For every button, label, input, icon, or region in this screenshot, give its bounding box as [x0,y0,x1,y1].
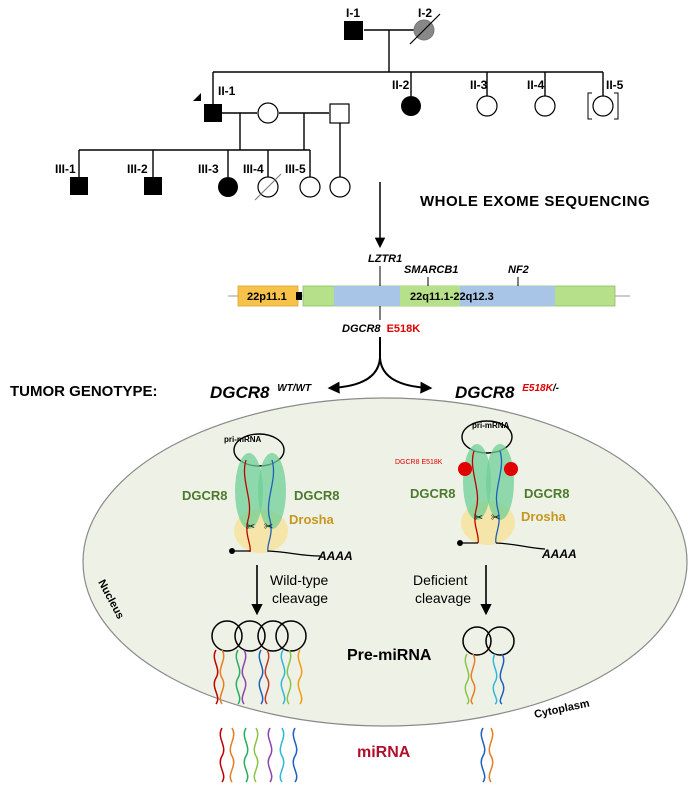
individual-II-4 [534,95,556,117]
band-label-22q: 22q11.1-22q12.3 [410,291,494,303]
label-III-5: III-5 [285,162,306,176]
pri-mirna-loop-mut [461,420,513,454]
individual-III-5 [299,176,321,198]
genotype-mut-sup-rest: /- [552,383,560,394]
tumor-genotype-label: TUMOR GENOTYPE: [10,383,158,400]
mirna-label: miRNA [357,744,411,761]
label-II-2: II-2 [392,78,410,92]
blue-band-1 [334,286,404,306]
band-22q-region [400,286,460,306]
label-II-1: II-1 [218,84,236,98]
variant-label: DGCR8 E518K [342,323,420,335]
mutation-dot-left [458,462,472,476]
genotype-mutant: DGCR8 E518K/- [455,383,560,402]
mut-polya: AAAA [541,547,577,561]
mut-drosha: Drosha [521,509,567,524]
nucleus-ellipse [82,397,688,727]
mirna-wt-group [219,727,298,783]
mut-dgcr8-right: DGCR8 [524,486,570,501]
label-III-3: III-3 [198,162,219,176]
label-II-5: II-5 [606,78,624,92]
label-III-4: III-4 [243,162,264,176]
gene-smarcb1: SMARCB1 [404,264,458,276]
individual-spouse-2 [329,103,350,124]
individual-II-5 [592,95,614,117]
variant-gene: DGCR8 [342,323,381,335]
individual-III-1 [70,177,88,195]
mutant-note: DGCR8 E518K [395,459,443,466]
wt-pri-mirna-label: pri-mRNA [224,435,262,444]
scissors-icon-mut: ✂ [474,511,483,524]
mutation-dot-right [504,462,518,476]
variant-mutation: E518K [387,323,421,335]
def-cleavage-line2: cleavage [415,590,471,606]
individual-II-1 [204,104,222,122]
blue-band-2 [455,286,555,306]
individual-III-2 [144,177,162,195]
pedigree [78,29,604,177]
label-III-2: III-2 [127,162,148,176]
pre-mirna-wt-group [211,620,307,705]
label-II-4: II-4 [527,78,545,92]
genotype-split-arrows [327,337,433,394]
individual-II-2 [401,96,421,116]
dgcr8-lobe-right [258,453,286,529]
mut-pri-mirna-label: pri-mRNA [472,421,510,430]
genotype-wt-sup: WT/WT [277,383,312,394]
label-I-2: I-2 [418,6,432,20]
pre-mirna-label: Pre-miRNA [347,647,432,664]
wt-polya: AAAA [317,549,353,563]
scissors-icon: ✂ [246,520,255,533]
wt-cleavage-line1: Wild-type [270,572,329,588]
label-II-3: II-3 [470,78,488,92]
microprocessor-wt: ✂ ✂ [229,433,321,557]
pre-mirna-mut-group [462,626,515,705]
dgcr8-lobe-left-mut [463,444,491,520]
individual-III-3 [218,177,238,197]
individual-II-3 [476,95,498,117]
gene-lztr1: LZTR1 [368,253,402,265]
pedigree-labels: I-1 I-2 II-1 II-2 II-3 II-4 II-5 III-1 I… [55,6,624,176]
wt-drosha: Drosha [289,512,335,527]
genotype-wt-gene: DGCR8 [210,383,270,402]
proband-arrow-icon [193,93,201,101]
wt-cleavage-line2: cleavage [272,590,328,606]
gene-nf2: NF2 [508,264,529,276]
centromere [296,292,302,300]
cap-dot-mut [457,540,463,546]
microprocessor-mutant: ✂ ✂ [457,420,546,550]
band-label-22p11: 22p11.1 [247,291,287,303]
def-cleavage-line1: Deficient [413,572,468,588]
scissors-icon-mut-2: ✂ [491,511,500,524]
wes-label: WHOLE EXOME SEQUENCING [420,193,650,210]
individual-II-1-spouse [257,102,279,124]
deceased-mark-I-2 [409,13,441,45]
wt-dgcr8-left: DGCR8 [182,488,228,503]
genotype-mut-gene: DGCR8 [455,383,515,402]
mut-dgcr8-left: DGCR8 [410,486,456,501]
dgcr8-lobe-left [235,453,263,529]
deceased-mark-III-4 [254,173,282,201]
adoption-bracket-icon [587,92,619,120]
mirna-mut-group [480,727,494,783]
pedigree-symbols [70,13,619,201]
label-III-1: III-1 [55,162,76,176]
wt-dgcr8-right: DGCR8 [294,488,340,503]
dgcr8-lobe-right-mut [486,444,514,520]
cap-dot [229,548,235,554]
genotype-mut-sup-red: E518K [522,383,553,394]
chromosome-22 [228,266,630,320]
individual-I-1 [344,21,363,40]
individual-III-6 [329,176,351,198]
genotype-wt: DGCR8 WT/WT [210,383,312,402]
scissors-icon-2: ✂ [264,520,273,533]
label-I-1: I-1 [346,6,360,20]
